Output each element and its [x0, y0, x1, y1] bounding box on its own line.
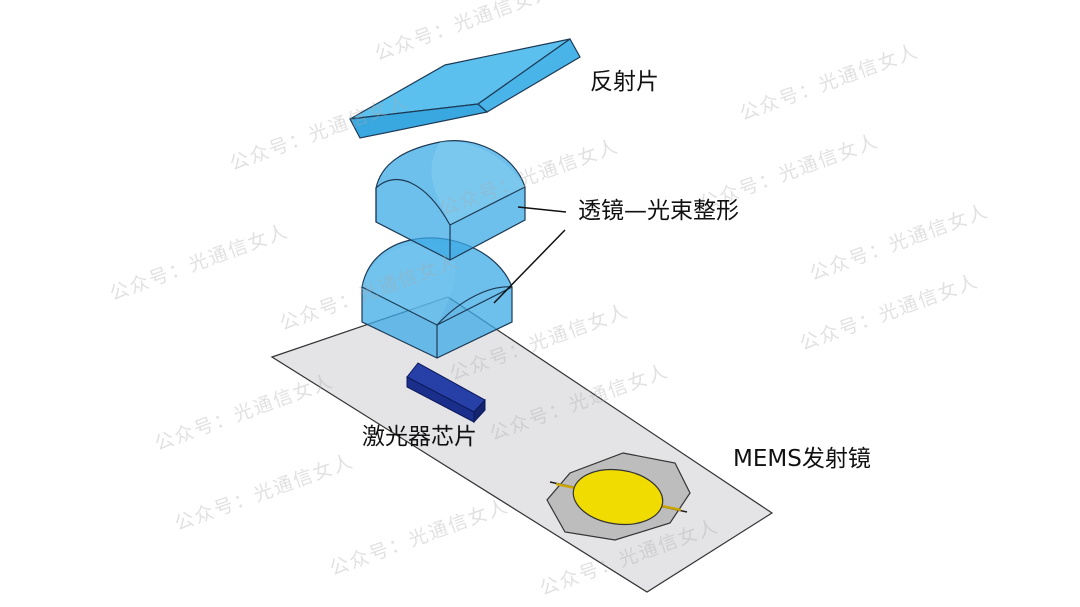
label-mems: MEMS发射镜 [733, 446, 871, 472]
laser-chip [406, 362, 486, 424]
mems-mirror [546, 452, 691, 541]
label-laser-chip: 激光器芯片 [362, 424, 477, 450]
upper-lens [375, 140, 526, 261]
reflector-plate [349, 38, 581, 139]
lens-leader-line-upper [517, 206, 567, 213]
label-lens: 透镜—光束整形 [578, 198, 739, 224]
lens-leader-line-lower [493, 229, 566, 304]
label-reflector: 反射片 [590, 69, 659, 95]
lower-lens [361, 237, 513, 359]
